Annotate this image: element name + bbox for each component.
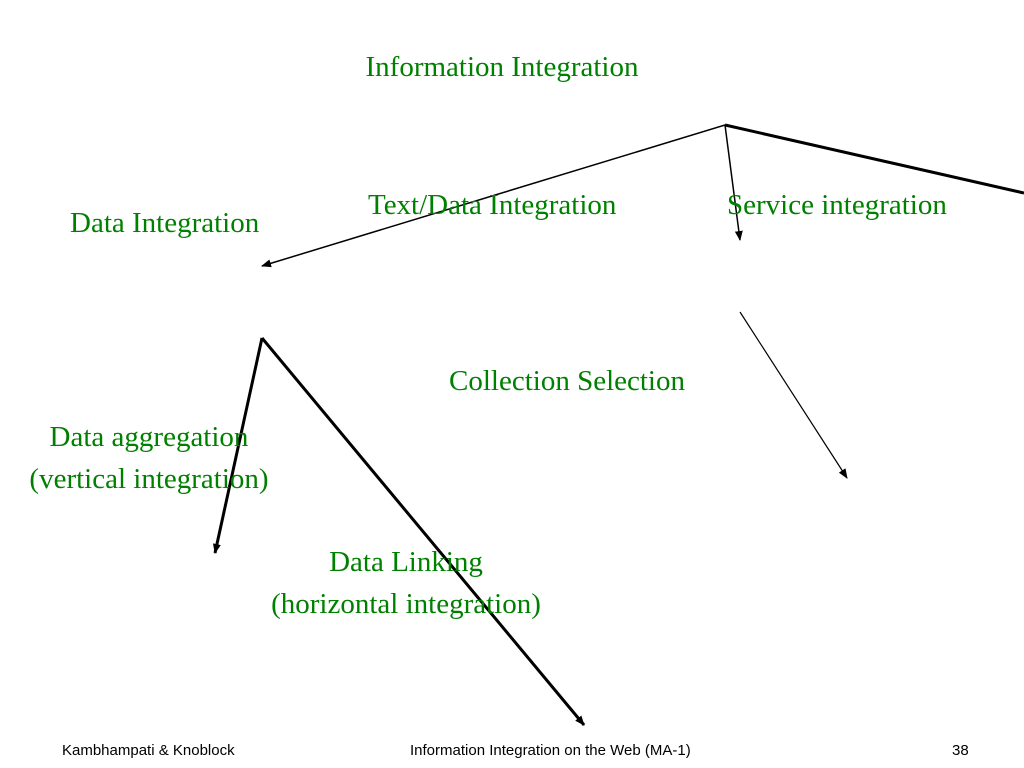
edge-root-to-text-data-integration	[724, 124, 743, 241]
node-data-linking-line2: (horizontal integration)	[271, 588, 541, 620]
node-text-data-integration: Text/Data Integration	[368, 189, 617, 221]
footer-authors: Kambhampati & Knoblock	[62, 742, 235, 759]
edge-data-integration-to-aggregation	[213, 337, 264, 554]
node-data-linking-line1: Data Linking	[329, 546, 483, 578]
node-data-aggregation-line2: (vertical integration)	[29, 463, 269, 495]
node-service-integration: Service integration	[727, 189, 947, 221]
node-data-aggregation: Data aggregation (vertical integration)	[0, 416, 298, 500]
footer-title: Information Integration on the Web (MA-1…	[410, 742, 691, 759]
node-data-linking: Data Linking (horizontal integration)	[236, 541, 576, 625]
node-collection-selection: Collection Selection	[449, 365, 685, 397]
edge-text-data-to-collection-selection	[739, 311, 848, 479]
edge-data-integration-to-linking	[260, 337, 586, 726]
node-data-aggregation-line1: Data aggregation	[49, 421, 249, 453]
edge-root-to-service-integration	[724, 123, 1024, 195]
node-data-integration: Data Integration	[70, 207, 260, 239]
footer-page-number: 38	[952, 742, 969, 759]
node-information-integration: Information Integration	[365, 51, 639, 83]
edge-root-to-data-integration	[261, 124, 726, 268]
